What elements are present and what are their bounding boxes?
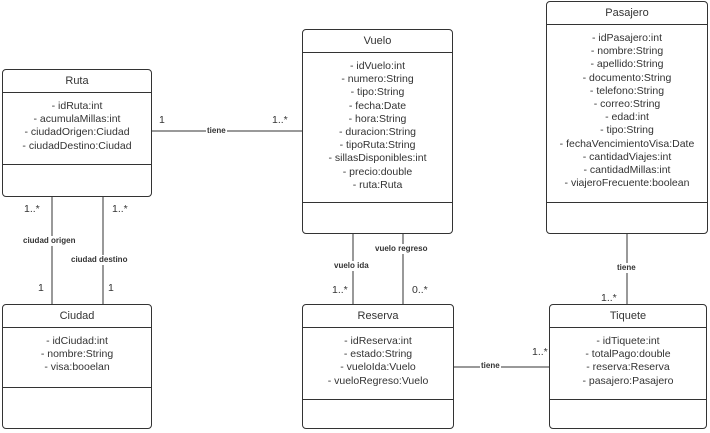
multiplicity: 1..* [601, 292, 617, 304]
attribute: - idCiudad:int [46, 335, 108, 347]
ruta-ciudad-destino-label: ciudad destino [70, 255, 129, 265]
multiplicity: 1..* [332, 284, 348, 296]
class-name: Vuelo [303, 30, 452, 53]
class-name: Reserva [303, 305, 453, 328]
multiplicity: 1..* [24, 203, 40, 215]
attribute: - tipoRuta:String [339, 139, 416, 152]
attribute: - telefono:String [589, 84, 665, 97]
class-pasajero[interactable]: Pasajero - idPasajero:int - nombre:Strin… [546, 1, 708, 234]
attribute: - cantidadViajes:int [582, 150, 672, 163]
class-tiquete[interactable]: Tiquete - idTiquete:int - totalPago:doub… [549, 304, 707, 429]
multiplicity: 1..* [112, 203, 128, 215]
attribute: - pasajero:Pasajero [582, 374, 674, 387]
attribute: - fechaVencimientoVisa:Date [559, 137, 695, 150]
attribute: - correo:String [593, 98, 661, 111]
attribute: - acumulaMillas:int [33, 113, 121, 126]
ruta-ciudad-origen-label: ciudad origen [22, 236, 77, 246]
attribute: - precio:double [342, 165, 413, 178]
class-vuelo[interactable]: Vuelo - idVuelo:int - numero:String - ti… [302, 29, 453, 234]
ruta-vuelo-label: tiene [206, 126, 227, 136]
multiplicity: 1..* [272, 114, 288, 126]
multiplicity: 1 [38, 282, 44, 294]
attribute: - nombre:String [590, 45, 664, 58]
attribute-list: - idVuelo:int - numero:String - tipo:Str… [303, 53, 452, 203]
attribute-list: - idReserva:int - estado:String - vueloI… [303, 328, 453, 400]
multiplicity: 1 [108, 282, 114, 294]
class-name: Tiquete [550, 305, 706, 328]
class-name: Pasajero [547, 2, 707, 25]
attribute: - idRuta:int [51, 100, 103, 112]
attribute: - duracion:String [338, 126, 417, 139]
attribute: - idPasajero:int [591, 32, 663, 44]
multiplicity: 0..* [412, 284, 428, 296]
attribute: - apellido:String [590, 58, 664, 71]
attribute: - viajeroFrecuente:boolean [564, 177, 690, 190]
attribute: - fecha:Date [348, 99, 407, 112]
attribute-list: - idCiudad:int - nombre:String - visa:bo… [3, 328, 151, 388]
vuelo-reserva-ida-label: vuelo ida [333, 261, 370, 271]
multiplicity: 1..* [532, 346, 548, 358]
attribute-list: - idRuta:int - acumulaMillas:int - ciuda… [3, 93, 151, 165]
attribute: - idTiquete:int [596, 335, 660, 347]
attribute: - totalPago:double [585, 348, 671, 361]
attribute: - numero:String [341, 73, 414, 86]
class-ruta[interactable]: Ruta - idRuta:int - acumulaMillas:int - … [2, 69, 152, 197]
class-name: Ruta [3, 70, 151, 93]
pasajero-tiquete-label: tiene [616, 263, 637, 273]
attribute: - visa:booelan [44, 361, 110, 374]
attribute: - hora:String [348, 112, 407, 125]
class-reserva[interactable]: Reserva - idReserva:int - estado:String … [302, 304, 454, 429]
attribute: - vueloIda:Vuelo [340, 361, 416, 374]
vuelo-reserva-regreso-label: vuelo regreso [374, 244, 429, 254]
class-name: Ciudad [3, 305, 151, 328]
reserva-tiquete-label: tiene [480, 361, 501, 371]
attribute: - ruta:Ruta [352, 178, 403, 191]
attribute: - documento:String [582, 71, 672, 84]
attribute: - ciudadOrigen:Ciudad [24, 126, 130, 139]
attribute: - idReserva:int [344, 335, 412, 347]
multiplicity: 1 [159, 114, 165, 126]
attribute: - tipo:String [600, 124, 654, 137]
attribute: - nombre:String [40, 348, 114, 361]
attribute: - tipo:String [350, 86, 405, 99]
attribute-list: - idTiquete:int - totalPago:double - res… [550, 328, 706, 400]
attribute: - ciudadDestino:Ciudad [22, 139, 132, 152]
class-ciudad[interactable]: Ciudad - idCiudad:int - nombre:String - … [2, 304, 152, 429]
attribute: - estado:String [343, 348, 413, 361]
attribute: - sillasDisponibles:int [328, 152, 427, 165]
attribute: - cantidadMillas:int [583, 164, 671, 177]
attribute: - vueloRegreso:Vuelo [327, 374, 429, 387]
attribute: - reserva:Reserva [586, 361, 670, 374]
attribute: - edad:int [605, 111, 649, 124]
attribute-list: - idPasajero:int - nombre:String - apell… [547, 25, 707, 203]
attribute: - idVuelo:int [349, 60, 406, 72]
